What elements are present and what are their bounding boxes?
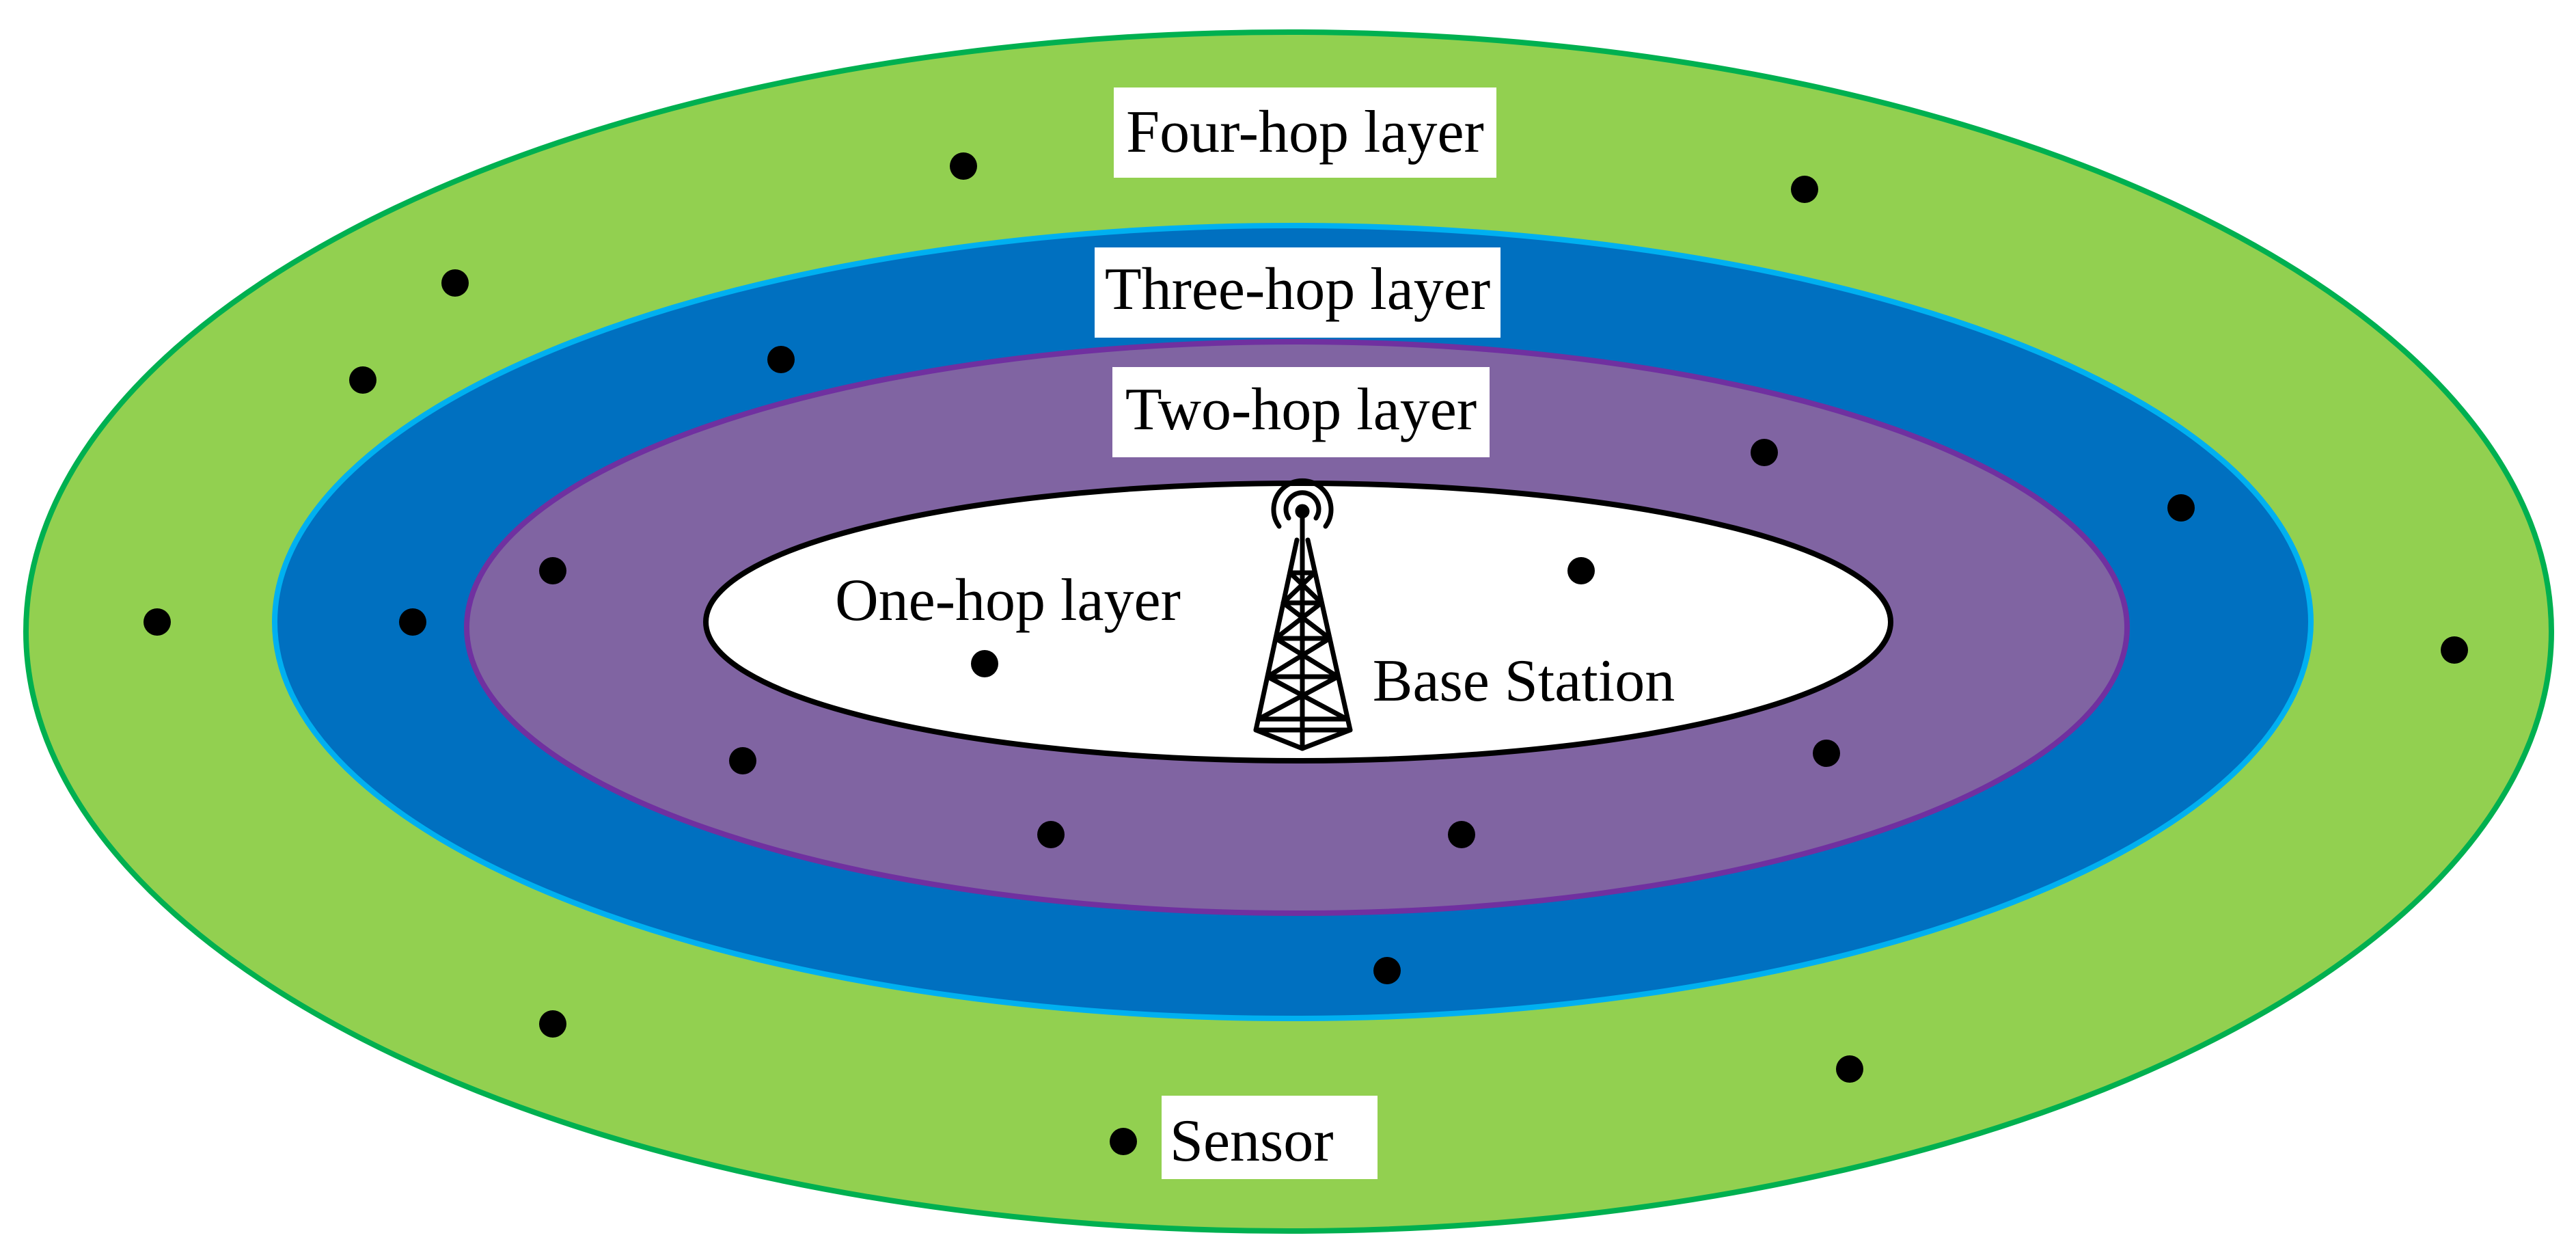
sensor-dot xyxy=(767,346,795,373)
sensor-dot xyxy=(539,1010,566,1038)
four-hop-label-box xyxy=(1114,87,1496,178)
sensor-dot xyxy=(1373,957,1401,984)
sensor-dot xyxy=(1448,821,1475,848)
two-hop-layer-label: Two-hop layer xyxy=(1125,377,1477,443)
sensor-legend-dot xyxy=(1110,1128,1137,1155)
sensor-dot xyxy=(539,557,566,584)
sensor-dot xyxy=(1791,176,1818,203)
sensor-dot xyxy=(729,747,756,774)
sensor-dot xyxy=(399,608,426,636)
sensor-dot xyxy=(2167,494,2195,522)
one-hop-layer-label: One-hop layer xyxy=(835,567,1181,634)
two-hop-label-box xyxy=(1112,367,1490,457)
sensor-dot xyxy=(950,152,977,180)
base-station-label: Base Station xyxy=(1373,648,1675,714)
sensor-dot xyxy=(1751,439,1778,466)
sensor-nodes xyxy=(143,152,2468,1155)
sensor-dot xyxy=(1813,740,1840,767)
three-hop-label-box xyxy=(1095,247,1501,338)
sensor-label-box xyxy=(1162,1096,1378,1179)
sensor-dot xyxy=(971,650,998,677)
sensor-dot xyxy=(349,366,376,394)
sensor-dot xyxy=(143,608,171,636)
sensor-dot xyxy=(1836,1055,1863,1083)
sensor-dot xyxy=(441,269,469,297)
three-hop-layer-label: Three-hop layer xyxy=(1105,256,1490,323)
sensor-dot xyxy=(1037,821,1065,848)
tower-icon xyxy=(1253,478,1353,751)
sensor-legend-label: Sensor xyxy=(1170,1108,1334,1174)
sensor-dot xyxy=(2441,636,2468,664)
sensor-dot xyxy=(1567,557,1595,584)
four-hop-layer-label: Four-hop layer xyxy=(1126,99,1484,165)
